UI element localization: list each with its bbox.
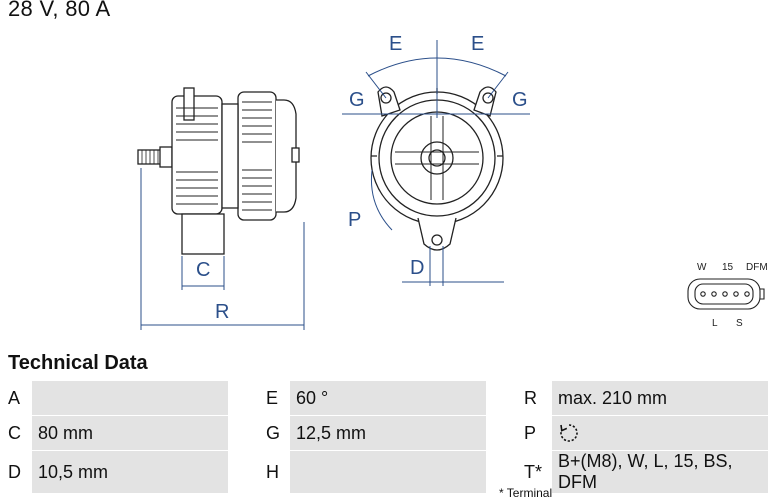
spec-value	[290, 450, 486, 494]
spec-key: D	[0, 450, 32, 494]
dim-label-p: P	[348, 209, 361, 231]
product-title: 28 V, 80 A	[8, 0, 111, 21]
dim-label-r: R	[215, 301, 229, 323]
spec-value: 10,5 mm	[32, 450, 228, 494]
dim-label-d: D	[410, 257, 424, 279]
connector-pin-dfm: DFM	[746, 262, 768, 273]
spec-value	[32, 381, 228, 416]
terminal-footnote: * Terminal	[499, 486, 553, 500]
spec-key: C	[0, 415, 32, 451]
side-view	[137, 87, 300, 255]
spec-value: B+(M8), W, L, 15, BS, DFM	[552, 450, 768, 494]
connector-pin-w: W	[697, 262, 707, 273]
spec-key: G	[258, 415, 290, 451]
dim-label-e-left: E	[389, 33, 402, 55]
spec-value: 60 °	[290, 381, 486, 416]
technical-data-table: A E 60 ° R max. 210 mm C 80 mm G 12,5 mm…	[0, 381, 768, 494]
spec-key: P	[516, 415, 552, 451]
spec-value-rotation	[552, 415, 768, 451]
spec-value: max. 210 mm	[552, 381, 768, 416]
table-row: A E 60 ° R max. 210 mm	[0, 381, 768, 416]
spec-value: 12,5 mm	[290, 415, 486, 451]
spec-value: 80 mm	[32, 415, 228, 451]
table-row: C 80 mm G 12,5 mm P	[0, 415, 768, 451]
dim-label-e-right: E	[471, 33, 484, 55]
spec-key: T*	[516, 450, 552, 494]
table-row: D 10,5 mm H T* B+(M8), W, L, 15, BS, DFM	[0, 450, 768, 494]
dim-label-g-left: G	[349, 89, 365, 111]
front-dimensions	[342, 40, 530, 286]
technical-data-title: Technical Data	[8, 352, 148, 374]
spec-key: R	[516, 381, 552, 416]
dim-label-c: C	[196, 259, 210, 281]
rotation-clockwise-icon	[560, 424, 578, 442]
spec-key: A	[0, 381, 32, 416]
side-dimensions	[140, 168, 305, 330]
connector-pin-s: S	[736, 318, 743, 329]
connector-diagram	[687, 278, 765, 310]
alternator-drawing: C R E E G G P D	[137, 33, 768, 330]
spec-key: E	[258, 381, 290, 416]
spec-key: H	[258, 450, 290, 494]
dim-label-g-right: G	[512, 89, 528, 111]
connector-pin-15: 15	[722, 262, 734, 273]
connector-pin-l: L	[712, 318, 718, 329]
